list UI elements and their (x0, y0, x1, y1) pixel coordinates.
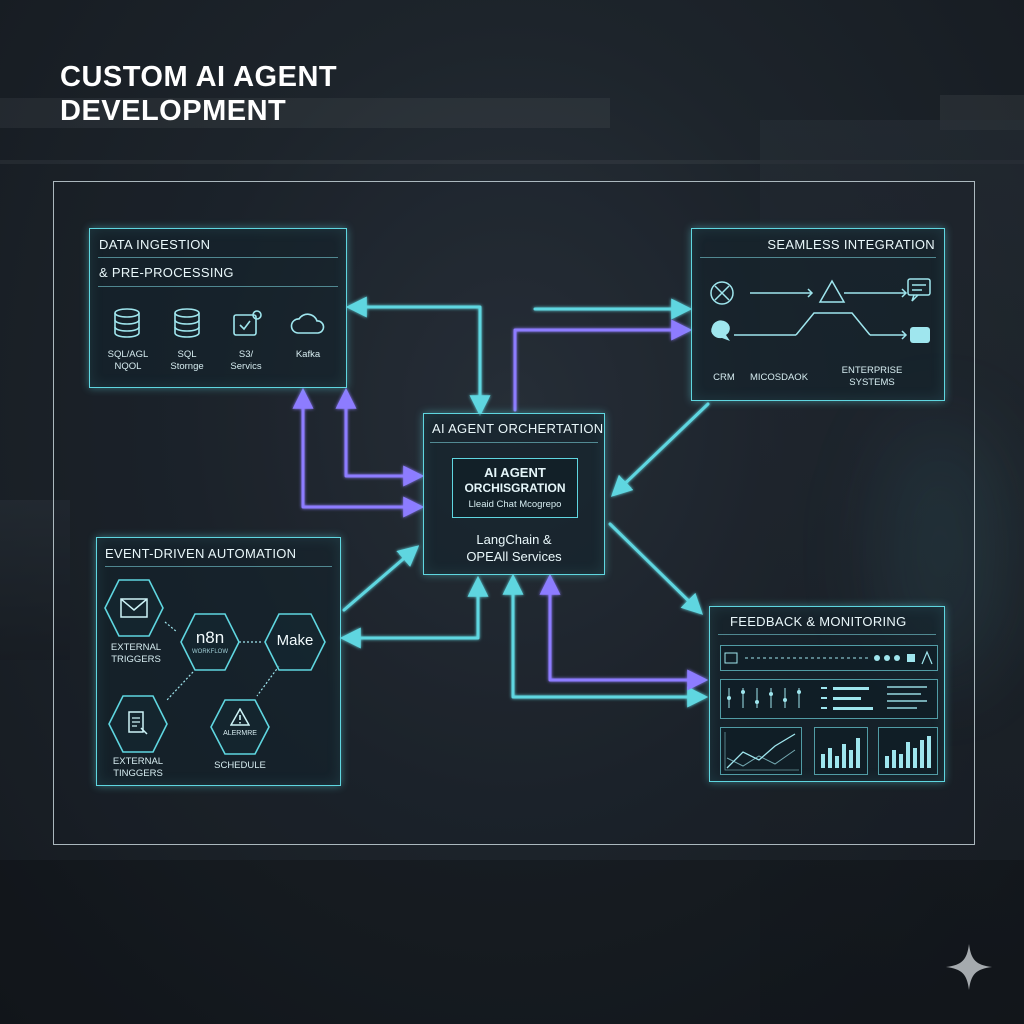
source-label-line1: SQL/AGL (107, 349, 149, 360)
orchestration-core-line3: Lleaid Chat Mcogrepo (468, 499, 562, 510)
orchestration-services-line2: OPEAll Services (466, 549, 562, 564)
source-label-line1: S3/ (238, 349, 254, 360)
automation-title: EVENT-DRIVEN AUTOMATION (105, 546, 297, 561)
line-chart-widget (720, 727, 802, 775)
external-triggers-node-2 (107, 694, 169, 754)
source-label-line2: Stornge (170, 361, 204, 372)
divider (700, 257, 936, 258)
divider (98, 257, 338, 258)
feedback-title: FEEDBACK & MONITORING (730, 614, 907, 629)
bar-chart-widget (814, 727, 868, 775)
crm-icon (710, 281, 734, 305)
external-triggers-node (103, 578, 165, 638)
node-label-line2: TRIGGERS (111, 654, 161, 665)
data-ingestion-title: DATA INGESTION (99, 237, 211, 252)
divider (105, 566, 332, 567)
divider (718, 634, 936, 635)
integration-label-enterprise: ENTERPRISE SYSTEMS (832, 365, 912, 389)
schedule-inner-label: ALERMRE (223, 730, 257, 737)
database-icon (114, 308, 140, 338)
source-label-line1: Kafka (295, 349, 321, 360)
orchestration-core: AI AGENT ORCHISGRATION Lleaid Chat Mcogr… (452, 458, 578, 518)
page-title-line1: CUSTOM AI AGENT (60, 61, 338, 93)
source-label: SQL/AGL NQOL (98, 349, 158, 373)
status-strip (720, 645, 938, 671)
source-label: S3/ Servics (218, 349, 274, 373)
orchestration-panel: AI AGENT ORCHERTATION AI AGENT ORCHISGRA… (423, 413, 605, 575)
automation-links (164, 621, 280, 701)
orchestration-services-line1: LangChain & (476, 532, 552, 547)
automation-panel: EVENT-DRIVEN AUTOMATION EXTERNAL TRIGGER… (96, 537, 341, 786)
make-node: Make (263, 612, 327, 672)
schedule-label: SCHEDULE (214, 760, 266, 771)
n8n-node: n8n WORKFLOW (179, 612, 241, 672)
cloud-storage-icon (233, 310, 262, 336)
source-label: SQL Stornge (156, 349, 218, 373)
mail-icon (120, 598, 148, 618)
page-title-line2: DEVELOPMENT (60, 95, 287, 127)
chat-icon (907, 278, 931, 296)
node-label-line2: TINGGERS (113, 768, 163, 779)
sparkle-icon (946, 944, 992, 990)
enterprise-icon (910, 327, 930, 343)
integration-label-line1: ENTERPRISE (841, 365, 903, 376)
divider (430, 442, 598, 443)
warning-icon (230, 708, 250, 726)
integration-label-crm: CRM (713, 372, 735, 383)
node-label-line1: EXTERNAL (112, 756, 164, 767)
n8n-sublabel: WORKFLOW (192, 649, 228, 655)
integration-label-microsoft: MICOSDAOK (749, 372, 809, 383)
bar-chart-widget (878, 727, 938, 775)
metrics-panel (720, 679, 938, 719)
integration-flow (710, 278, 931, 343)
feedback-panel: FEEDBACK & MONITORING (709, 606, 945, 782)
data-ingestion-subtitle: & PRE-PROCESSING (99, 265, 234, 280)
source-label-line2: Servics (230, 361, 262, 372)
integration-panel: SEAMLESS INTEGRATION CRM MICOSDAOK ENTER… (691, 228, 945, 401)
schedule-node: ALERMRE (209, 698, 271, 756)
microsoft-icon (818, 279, 846, 303)
node-label: EXTERNAL TRIGGERS (99, 642, 173, 666)
orchestration-core-line2: ORCHISGRATION (464, 481, 566, 495)
divider (98, 286, 338, 287)
source-label-line1: SQL (177, 349, 197, 360)
chat-bubble-icon (711, 320, 730, 341)
cloud-icon (290, 313, 325, 334)
node-label: EXTERNAL TINGGERS (101, 756, 175, 780)
source-label: Kafka (280, 349, 336, 361)
integration-label-line2: SYSTEMS (849, 377, 895, 388)
orchestration-core-line1: AI AGENT (484, 465, 546, 480)
document-icon (128, 711, 148, 735)
database-icon (174, 308, 200, 338)
make-label: Make (276, 632, 314, 649)
integration-title: SEAMLESS INTEGRATION (767, 237, 935, 252)
page-title: CUSTOM AI AGENT DEVELOPMENT (60, 60, 337, 128)
n8n-label: n8n (195, 628, 225, 647)
data-ingestion-panel: DATA INGESTION & PRE-PROCESSING SQL/AGL … (89, 228, 347, 388)
node-label-line1: EXTERNAL (110, 642, 162, 653)
source-label-line2: NQOL (114, 361, 142, 372)
orchestration-title: AI AGENT ORCHERTATION (432, 421, 604, 436)
